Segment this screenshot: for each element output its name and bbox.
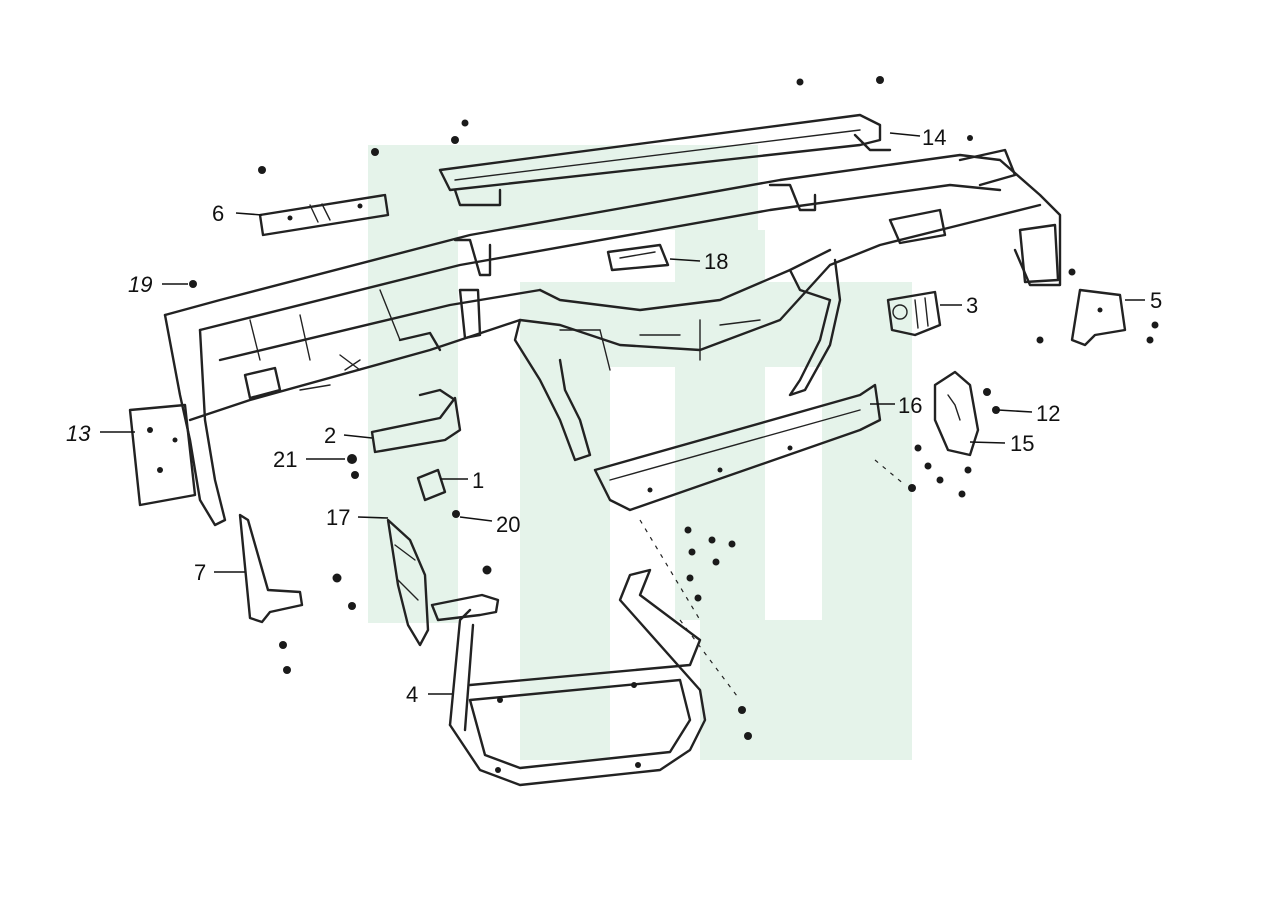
part-16-reinforcement [593,383,882,512]
part-1-clip [416,468,447,502]
callout-15: 15 [1010,431,1034,456]
cross-car-beam [163,148,1062,527]
part-13-left-bracket [128,403,197,507]
part-5-bracket [1070,288,1127,347]
callout-13: 13 [66,421,91,446]
callout-4: 4 [406,682,418,707]
part-18-bracket [606,243,670,272]
assembly-lines [639,459,906,701]
callout-6: 6 [212,201,224,226]
callout-19: 19 [128,272,152,297]
callout-7: 7 [194,560,206,585]
callout-1: 1 [472,468,484,493]
watermark-logo [368,145,912,760]
callout-12: 12 [1036,401,1060,426]
callout-17: 17 [326,505,350,530]
callout-5: 5 [1150,288,1162,313]
part-14-upper-rail [438,113,892,207]
fasteners [189,76,1159,740]
part-7-brace [238,513,304,624]
callout-labels: 1 2 3 4 5 6 7 12 13 14 15 16 17 18 19 20… [66,125,1162,707]
leader-lines [100,132,1145,695]
callout-14: 14 [922,125,946,150]
callout-21: 21 [273,447,297,472]
part-3-module [886,290,942,337]
part-4-loop-bracket [430,568,707,787]
callout-2: 2 [324,423,336,448]
callout-16: 16 [898,393,922,418]
callout-20: 20 [496,512,520,537]
part-2-bracket [370,388,462,454]
part-6-bracket [258,193,390,237]
part-17-bracket [386,518,430,647]
callout-3: 3 [966,293,978,318]
callout-18: 18 [704,249,728,274]
